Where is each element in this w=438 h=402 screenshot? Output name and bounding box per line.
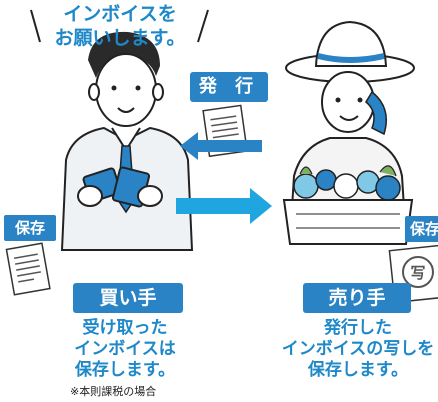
seller-desc-line-2: インボイスの写しを [281,339,435,359]
seller-desc-line-3: 保存します。 [307,360,409,380]
buyer-desc-line-1: 受け取った [82,318,168,338]
buyer-description: 受け取った インボイスは 保存します。 [50,318,200,381]
speech-slash-left [30,9,41,43]
seller-store-badge: 保存 [405,216,438,242]
seller-role-label: 売り手 [303,283,411,313]
buyer-role-label: 買い手 [73,283,183,313]
seller-description: 発行した インボイスの写しを 保存します。 [258,318,438,381]
seller-desc-line-1: 発行した [324,318,392,338]
buyer-illustration [60,31,194,251]
speech-slash-right [197,9,209,43]
speech-line-1: インボイスを [63,3,177,25]
speech-bubble: インボイスを お願いします。 [40,2,200,50]
seller-illustration [282,20,415,245]
issue-arrow-left-icon [180,132,262,160]
buyer-desc-line-3: 保存します。 [74,360,176,380]
footnote: ※本則課税の場合 [70,385,157,398]
transfer-arrow-right-icon [176,188,272,224]
speech-line-2: お願いします。 [54,27,186,49]
stored-document-icon-left [5,242,51,296]
copy-stamp-text: 写 [410,264,426,282]
copy-stamp-icon [402,256,434,288]
buyer-desc-line-2: インボイスは [74,339,176,359]
buyer-store-badge: 保存 [4,215,56,241]
issue-label: 発 行 [190,72,268,102]
